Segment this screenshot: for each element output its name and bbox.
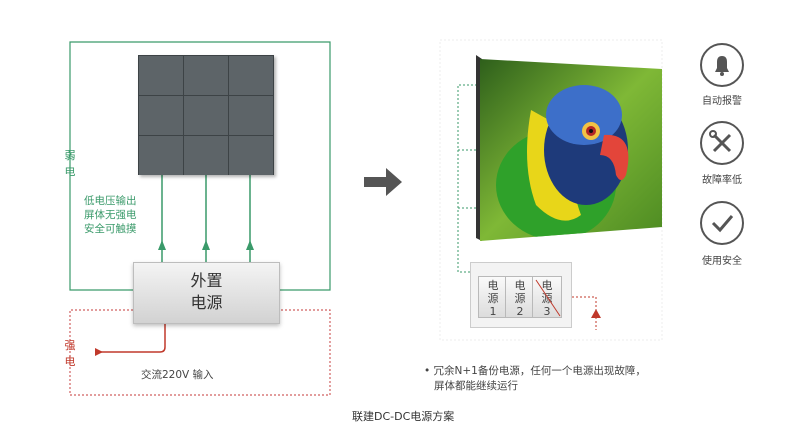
diagram-caption: 联建DC-DC电源方案 [352,410,455,423]
right-arrow-icon [364,168,402,196]
feature-label-alarm: 自动报警 [702,96,742,107]
feature-label-low-failure: 故障率低 [702,175,742,186]
redundancy-description: • 冗余N+1备份电源，任何一个电源出现故障， 屏体都能继续运行 [424,365,646,392]
led-cabinet-wall [138,55,274,175]
strong-current-label: 强电 [64,339,76,368]
ac-input-label: 交流220V 输入 [141,369,214,381]
alarm-bell-icon [700,43,744,87]
check-icon [700,201,744,245]
tools-icon [700,121,744,165]
low-voltage-note: 低电压输出 屏体无强电 安全可触摸 [84,195,137,235]
failed-cross-icon [535,279,561,317]
external-power-supply: 外置 电源 [133,262,280,324]
display-screen-parrot [476,55,662,241]
feature-label-safe: 使用安全 [702,256,742,267]
weak-current-label: 弱电 [64,149,76,178]
